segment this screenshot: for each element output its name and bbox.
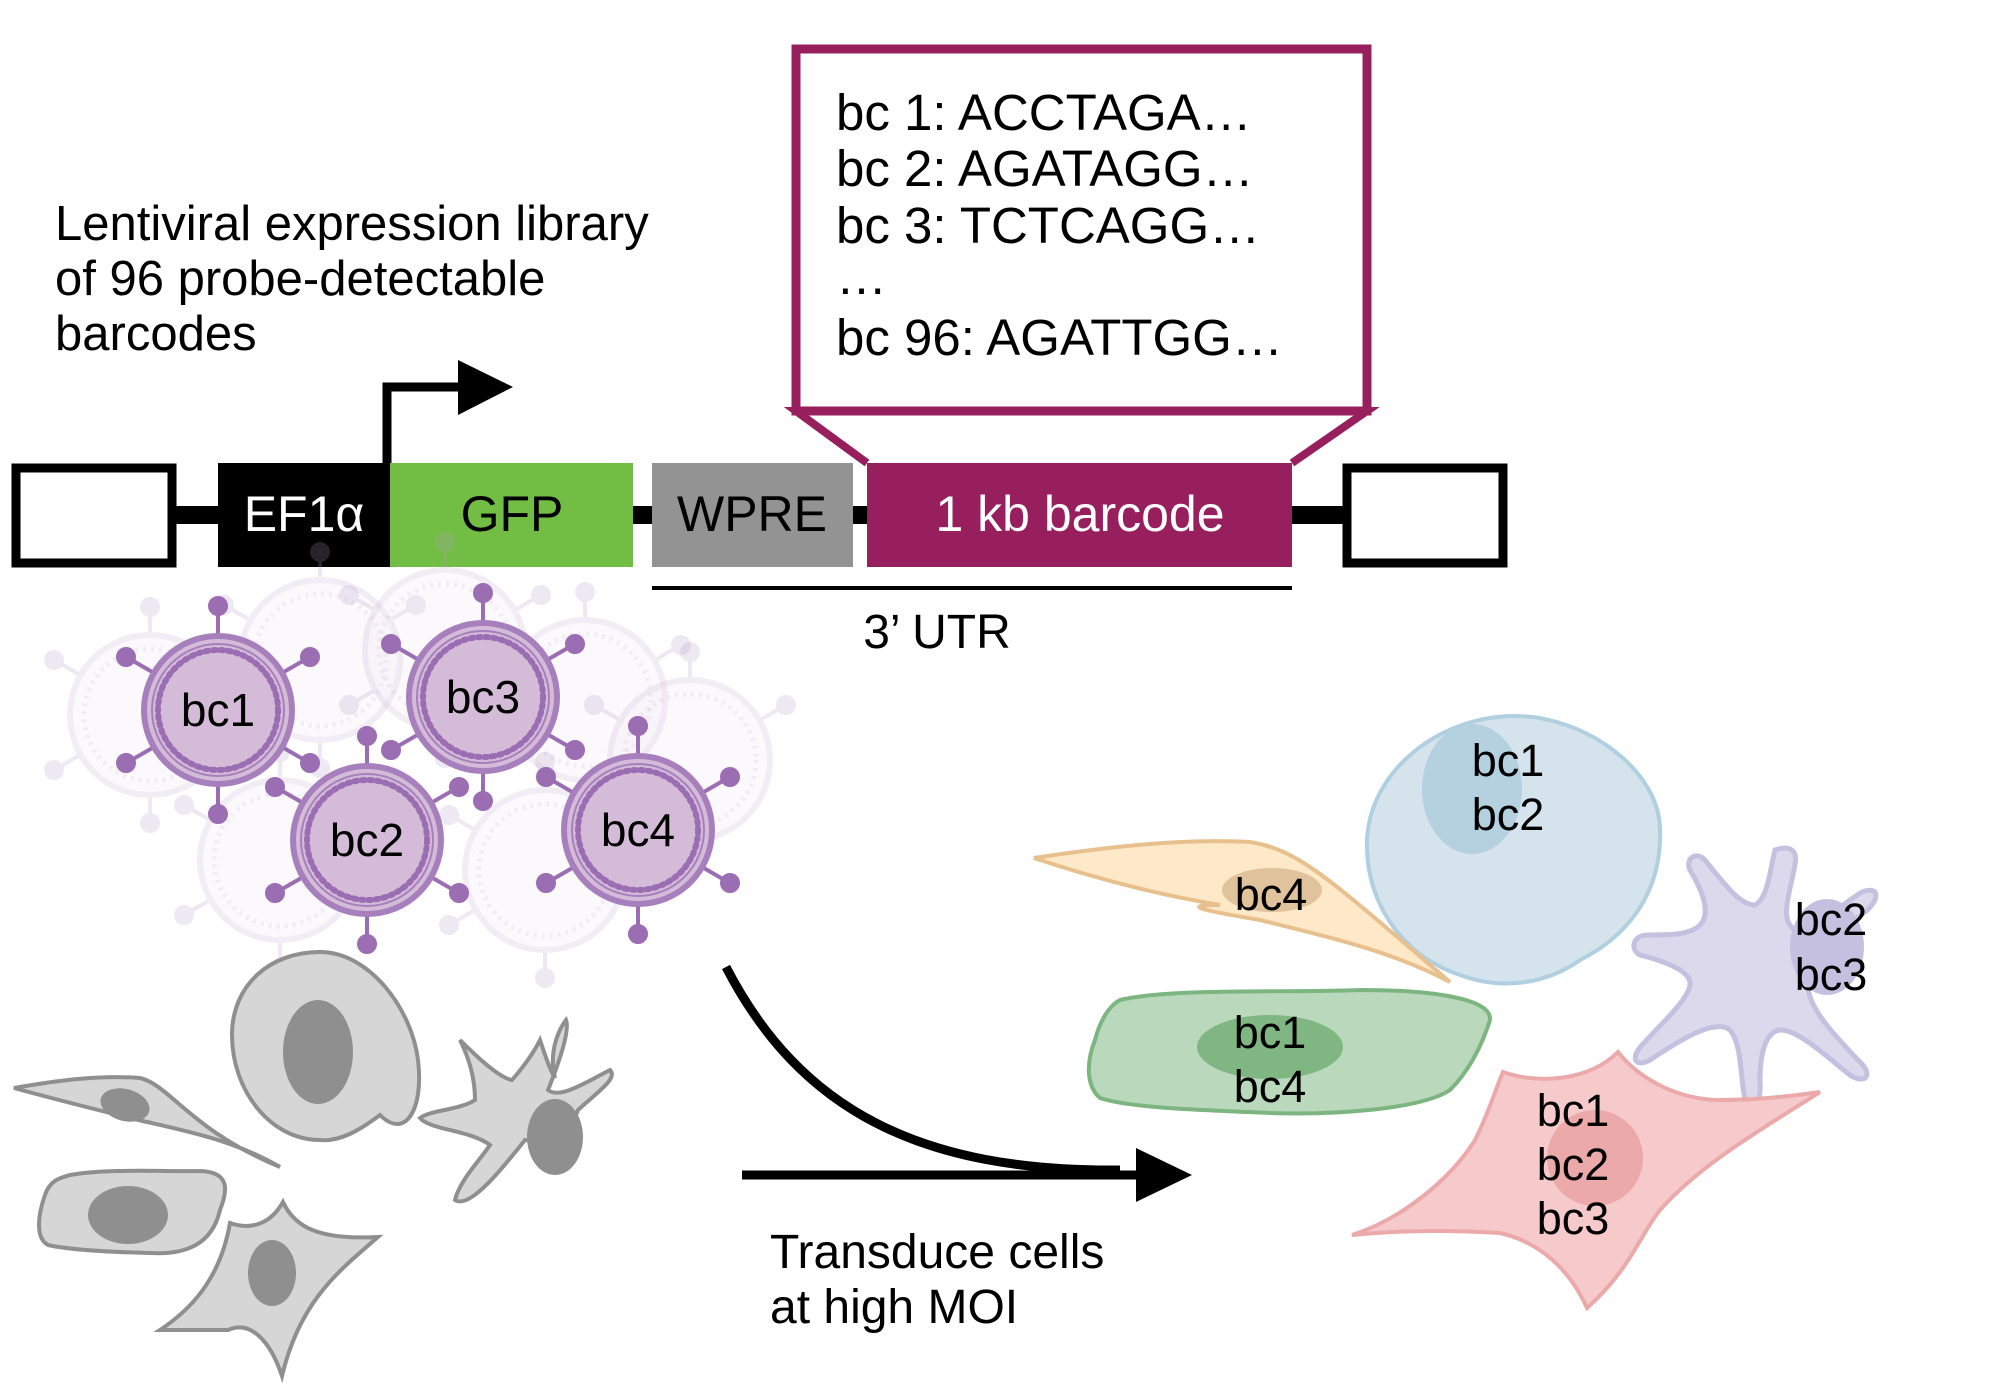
virus-label: bc1 xyxy=(181,684,255,736)
virus-label: bc3 xyxy=(446,671,520,723)
curved-arrow-line xyxy=(722,964,1121,1175)
transduced-cell-stellate: bc2 bc3 xyxy=(1631,845,1879,1110)
cell-barcode-label: bc2 xyxy=(1472,789,1545,840)
virus-label: bc4 xyxy=(601,804,675,856)
utr-label: 3’ UTR xyxy=(863,606,1011,659)
transduction-label-line-1: Transduce cells xyxy=(770,1226,1104,1279)
segment-barcode-label: 1 kb barcode xyxy=(935,486,1224,542)
cell-barcode-label: bc2 xyxy=(1795,894,1868,945)
cell-barcode-label: bc1 xyxy=(1537,1085,1610,1136)
barcode-list-line: bc 96: AGATTGG… xyxy=(836,309,1283,366)
segment-ef1a xyxy=(218,463,390,567)
virus-particle: bc4 xyxy=(538,718,738,942)
barcode-sequence-callout: bc 1: ACCTAGA… bc 2: AGATAGG… bc 3: TCTC… xyxy=(783,44,1380,467)
cell-barcode-label: bc3 xyxy=(1537,1193,1610,1244)
callout-connector xyxy=(783,407,1380,467)
untransduced-cells xyxy=(13,949,614,1384)
barcode-list-line: bc 3: TCTCAGG… xyxy=(836,197,1260,254)
segment-ltr-left xyxy=(11,463,177,568)
gray-fibroblast-cell xyxy=(153,1197,384,1384)
virus-particle: bc1 xyxy=(118,598,318,822)
transduced-cell-round: bc1 bc2 xyxy=(1364,713,1663,986)
title-line-2: of 96 probe-detectable xyxy=(55,252,545,306)
virus-library: bc1 bc3 bc2 bc4 xyxy=(46,534,794,986)
gray-epithelial-cell xyxy=(37,1168,228,1256)
segment-ltr-right xyxy=(1342,463,1508,568)
cell-barcode-label: bc1 xyxy=(1234,1007,1307,1058)
virus-particle: bc2 xyxy=(267,728,467,952)
barcode-list-line: bc 1: ACCTAGA… xyxy=(836,84,1252,141)
library-title: Lentiviral expression library of 96 prob… xyxy=(55,197,649,361)
transduction-arrow: Transduce cells at high MOI xyxy=(722,964,1192,1334)
segment-wpre-label: WPRE xyxy=(677,486,827,542)
promoter-arrow-icon xyxy=(382,360,513,463)
title-line-1: Lentiviral expression library xyxy=(55,197,649,251)
gray-spindle-cell xyxy=(13,1075,282,1169)
segment-gfp xyxy=(390,463,633,567)
lentiviral-construct: EF1α GFP WPRE 1 kb barcode 3’ UTR xyxy=(11,463,1508,659)
cell-barcode-label: bc2 xyxy=(1537,1139,1610,1190)
segment-gfp-label: GFP xyxy=(461,486,564,542)
segment-ef1a-label: EF1α xyxy=(244,486,365,542)
transduced-cell-spindle: bc4 xyxy=(1033,839,1452,984)
cell-barcode-label: bc4 xyxy=(1235,869,1308,920)
cell-barcode-label: bc1 xyxy=(1472,735,1545,786)
virus-label: bc2 xyxy=(330,814,404,866)
segment-wpre xyxy=(652,463,853,567)
transduced-cell-epithelial: bc1 bc4 xyxy=(1086,987,1492,1116)
barcode-list-line: bc 2: AGATAGG… xyxy=(836,140,1254,197)
cell-barcode-label: bc3 xyxy=(1795,949,1868,1000)
title-line-3: barcodes xyxy=(55,307,257,361)
virus-particle: bc3 xyxy=(383,585,583,809)
barcode-list-ellipsis: … xyxy=(836,248,887,305)
arrowhead-icon xyxy=(1136,1148,1192,1202)
segment-barcode xyxy=(867,463,1292,567)
barcode-list-box xyxy=(791,44,1372,416)
transduction-label-line-2: at high MOI xyxy=(770,1281,1018,1334)
transduced-cells: bc1 bc2 bc4 bc1 bc4 bc2 bc3 bc1 bc2 xyxy=(1033,713,1879,1312)
cell-barcode-label: bc4 xyxy=(1234,1061,1307,1112)
gray-round-cell xyxy=(229,949,422,1143)
transduced-cell-fibroblast: bc1 bc2 bc3 xyxy=(1351,1048,1822,1312)
gray-stellate-cell xyxy=(417,1015,614,1204)
